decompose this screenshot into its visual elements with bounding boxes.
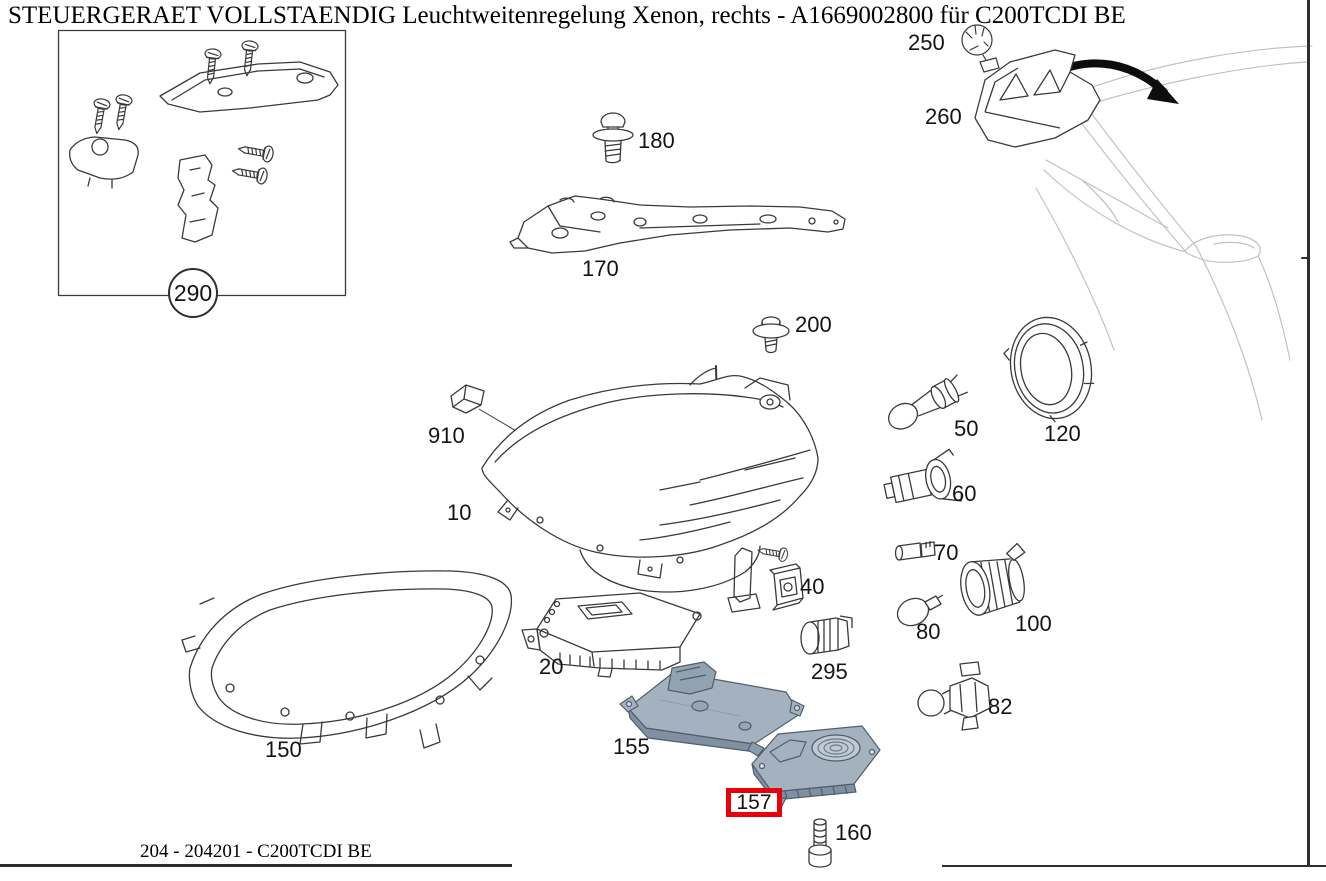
part-82-bulb-holder (917, 661, 991, 731)
part-70-bulb (894, 541, 941, 561)
part-160-bolt (808, 818, 832, 868)
part-label-180[interactable]: 180 (638, 128, 675, 153)
part-290-group-box (57, 29, 347, 297)
part-label-155[interactable]: 155 (613, 734, 650, 759)
part-155-control-unit (619, 661, 805, 757)
part-label-250[interactable]: 250 (908, 30, 945, 55)
part-label-60[interactable]: 60 (952, 481, 977, 506)
part-20-control-unit (521, 592, 702, 678)
part-label-910[interactable]: 910 (428, 423, 465, 448)
part-label-150[interactable]: 150 (265, 737, 302, 762)
part-label-157-selected[interactable]: 157 (726, 788, 782, 817)
part-180-clip (592, 112, 634, 164)
part-label-70[interactable]: 70 (934, 540, 959, 565)
part-label-80[interactable]: 80 (916, 619, 941, 644)
car-sketch (1035, 45, 1313, 421)
part-170-bracket (509, 195, 846, 254)
part-120-ring (1003, 316, 1095, 423)
part-80-bulb (896, 594, 944, 627)
part-label-120[interactable]: 120 (1044, 421, 1081, 446)
footer-caption: 204 - 204201 - C200TCDI BE (140, 841, 372, 862)
part-label-82[interactable]: 82 (988, 694, 1013, 719)
part-label-295[interactable]: 295 (811, 659, 848, 684)
part-200-screw (752, 316, 790, 354)
part-250-sensor (961, 24, 1000, 73)
part-label-10[interactable]: 10 (447, 500, 472, 525)
part-40-clip (769, 563, 804, 611)
page-title: STEUERGERAET VOLLSTAENDIG Leuchtweitenre… (8, 2, 1126, 29)
part-150-frame (181, 570, 513, 749)
part-50-bulb (887, 374, 968, 430)
part-100-projector (960, 542, 1026, 616)
part-label-160[interactable]: 160 (835, 820, 872, 845)
part-60-bulb-holder (883, 448, 963, 504)
part-label-170[interactable]: 170 (582, 256, 619, 281)
page-border-right (1307, 0, 1310, 867)
page-border-bottom-right (942, 865, 1326, 867)
part-label-260[interactable]: 260 (925, 104, 962, 129)
part-295-connector (800, 615, 853, 655)
part-label-40[interactable]: 40 (800, 574, 825, 599)
part-260-cover (974, 49, 1101, 148)
part-label-290[interactable]: 290 (168, 268, 218, 318)
page-border-bottom-left (0, 864, 512, 867)
part-label-20[interactable]: 20 (539, 654, 564, 679)
part-label-200[interactable]: 200 (795, 312, 832, 337)
part-label-50[interactable]: 50 (954, 416, 979, 441)
part-label-100[interactable]: 100 (1015, 611, 1052, 636)
part-10-headlamp (481, 365, 819, 613)
